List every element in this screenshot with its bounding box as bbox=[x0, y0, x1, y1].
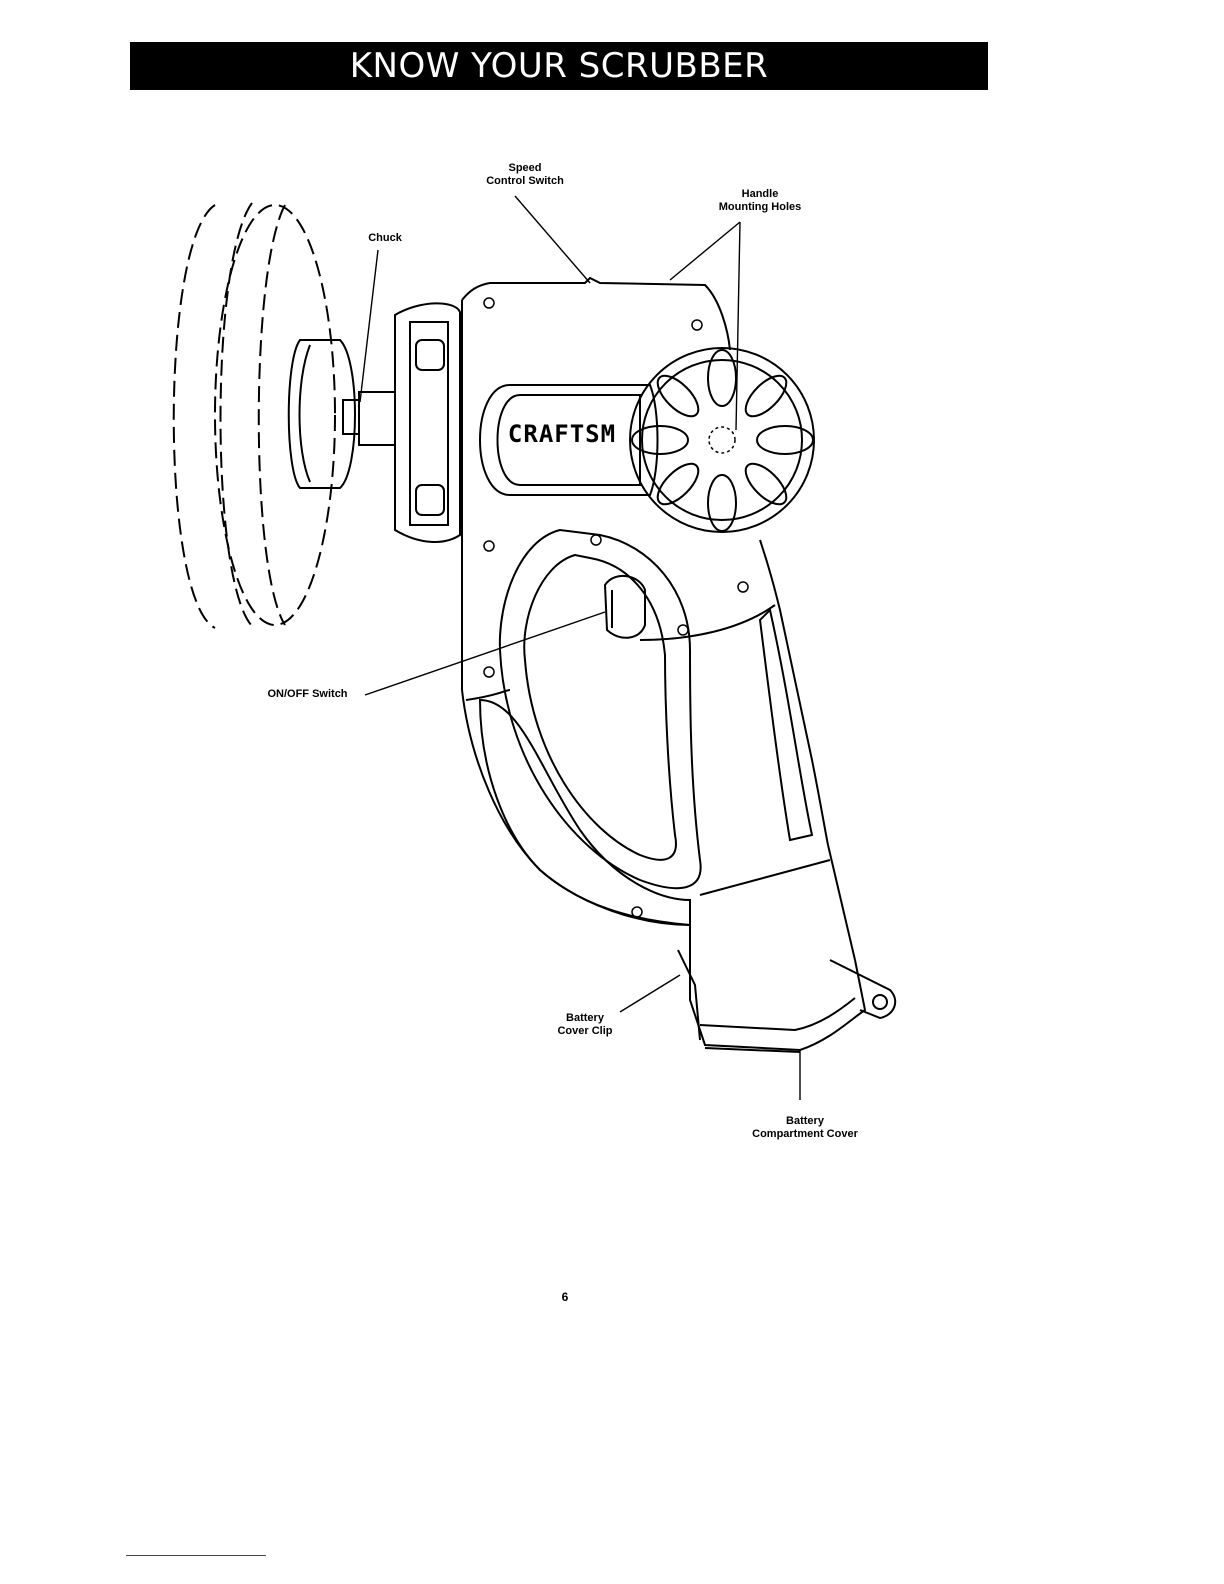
battery-compartment-label: Battery Compartment Cover bbox=[725, 1115, 885, 1141]
motor-housing-front bbox=[395, 303, 460, 542]
handle-mounting-label: Handle Mounting Holes bbox=[690, 188, 830, 214]
on-off-switch-label: ON/OFF Switch bbox=[250, 688, 365, 701]
leader-lines bbox=[360, 196, 800, 1100]
battery-compartment bbox=[678, 950, 895, 1052]
battery-cover-clip-label-line1: Battery bbox=[530, 1012, 640, 1025]
speed-control-label-line2: Control Switch bbox=[455, 175, 595, 188]
battery-compartment-label-line1: Battery bbox=[725, 1115, 885, 1128]
handle-mounting-label-line1: Handle bbox=[690, 188, 830, 201]
battery-compartment-label-line2: Compartment Cover bbox=[725, 1128, 885, 1141]
battery-cover-clip-label-line2: Cover Clip bbox=[530, 1025, 640, 1038]
page-number: 6 bbox=[555, 1290, 575, 1304]
speed-control-label: Speed Control Switch bbox=[455, 162, 595, 188]
brush-pad bbox=[174, 203, 335, 628]
grip-panel bbox=[480, 610, 830, 925]
handle-mounting-label-line2: Mounting Holes bbox=[690, 201, 830, 214]
footer-rule bbox=[126, 1555, 266, 1556]
chuck bbox=[343, 392, 395, 445]
trigger-guard bbox=[500, 530, 701, 888]
battery-cover-clip-label: Battery Cover Clip bbox=[530, 1012, 640, 1038]
chuck-label: Chuck bbox=[355, 232, 415, 245]
speed-control-label-line1: Speed bbox=[455, 162, 595, 175]
screws bbox=[484, 298, 748, 917]
brush-hub bbox=[289, 340, 355, 488]
brand-logo: CRAFTSM bbox=[487, 420, 637, 448]
